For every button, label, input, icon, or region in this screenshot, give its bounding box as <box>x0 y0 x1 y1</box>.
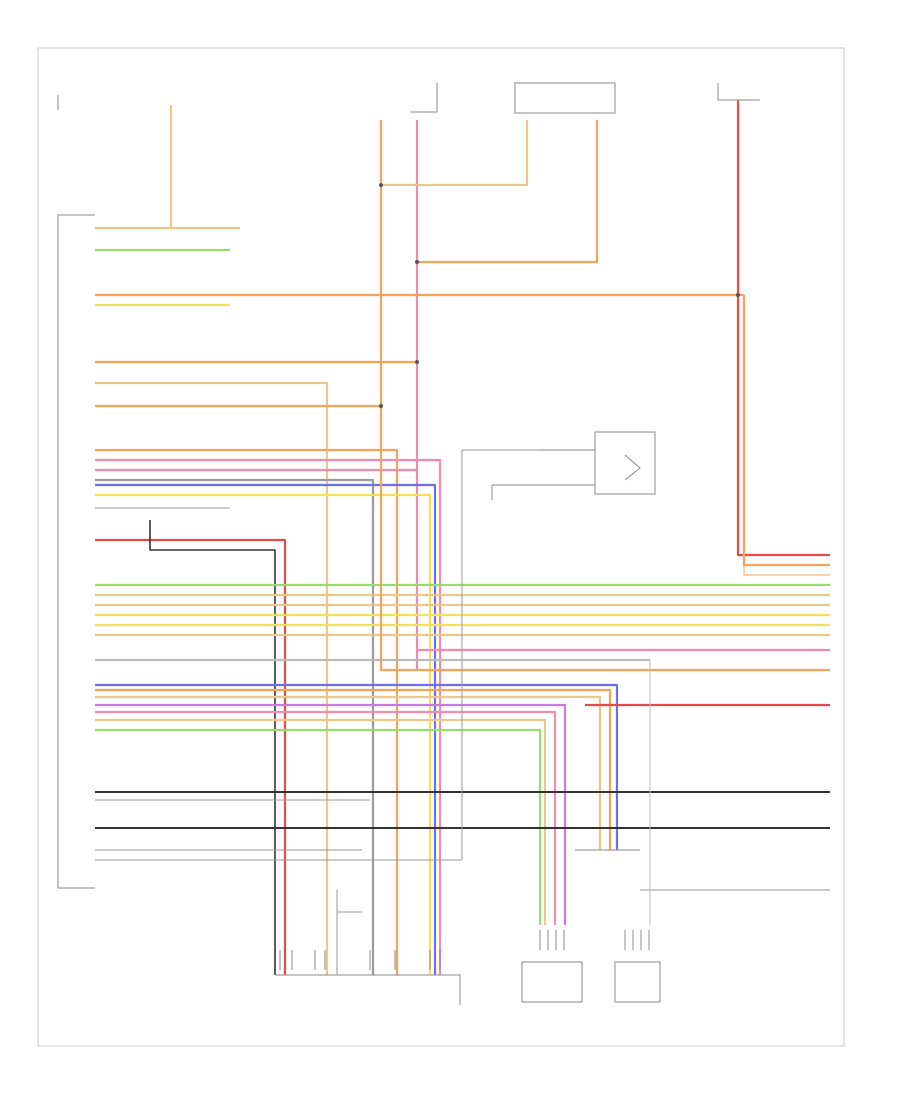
wire-grp-tan-2 <box>95 718 547 925</box>
wire-grp-tan <box>95 695 602 850</box>
wire-right-red-1 <box>736 100 830 557</box>
splice-right <box>736 293 740 297</box>
wire-bus-gray <box>95 478 375 975</box>
relay-coil-symbol <box>624 454 641 481</box>
wire-grp-blue <box>95 683 619 850</box>
wire-right-orange-1 <box>742 295 830 567</box>
wire-gray-relay-feed <box>95 449 540 861</box>
top-connector-1 <box>410 83 438 113</box>
wire-bus-red <box>95 538 287 975</box>
top-connector-box-2 <box>514 82 616 114</box>
splice-tan-top <box>379 183 383 187</box>
relay-box <box>594 431 656 495</box>
splice-pink <box>415 360 419 364</box>
wire-grp-magenta <box>95 703 567 925</box>
wire-wide-orange <box>379 410 830 672</box>
wire-h-tan-2 <box>95 381 329 975</box>
wire-right-orange-2 <box>743 565 830 576</box>
bottom-connector-1 <box>275 974 461 1005</box>
bottom-module-1 <box>521 961 583 1003</box>
components <box>57 82 760 1005</box>
splice-orange <box>379 404 383 408</box>
wire-top-orange-branch <box>417 120 599 264</box>
wire-grp-pink <box>95 710 557 925</box>
wire-bus-blue <box>95 483 437 975</box>
wire-bus-black <box>149 520 276 975</box>
wire-grp-green <box>95 728 542 925</box>
wire-grp-orange <box>95 688 612 850</box>
wire-top-tan-branch <box>381 120 529 187</box>
diagram-frame <box>37 47 845 1047</box>
wire-bus-orange <box>95 448 399 975</box>
top-connector-3 <box>717 83 760 101</box>
splice-orange-top <box>415 260 419 264</box>
wire-bus-yellow <box>95 493 432 975</box>
left-module-bracket <box>57 214 95 889</box>
bottom-module-2 <box>614 961 661 1003</box>
wires <box>95 100 830 975</box>
wire-bus-pink <box>95 458 442 975</box>
